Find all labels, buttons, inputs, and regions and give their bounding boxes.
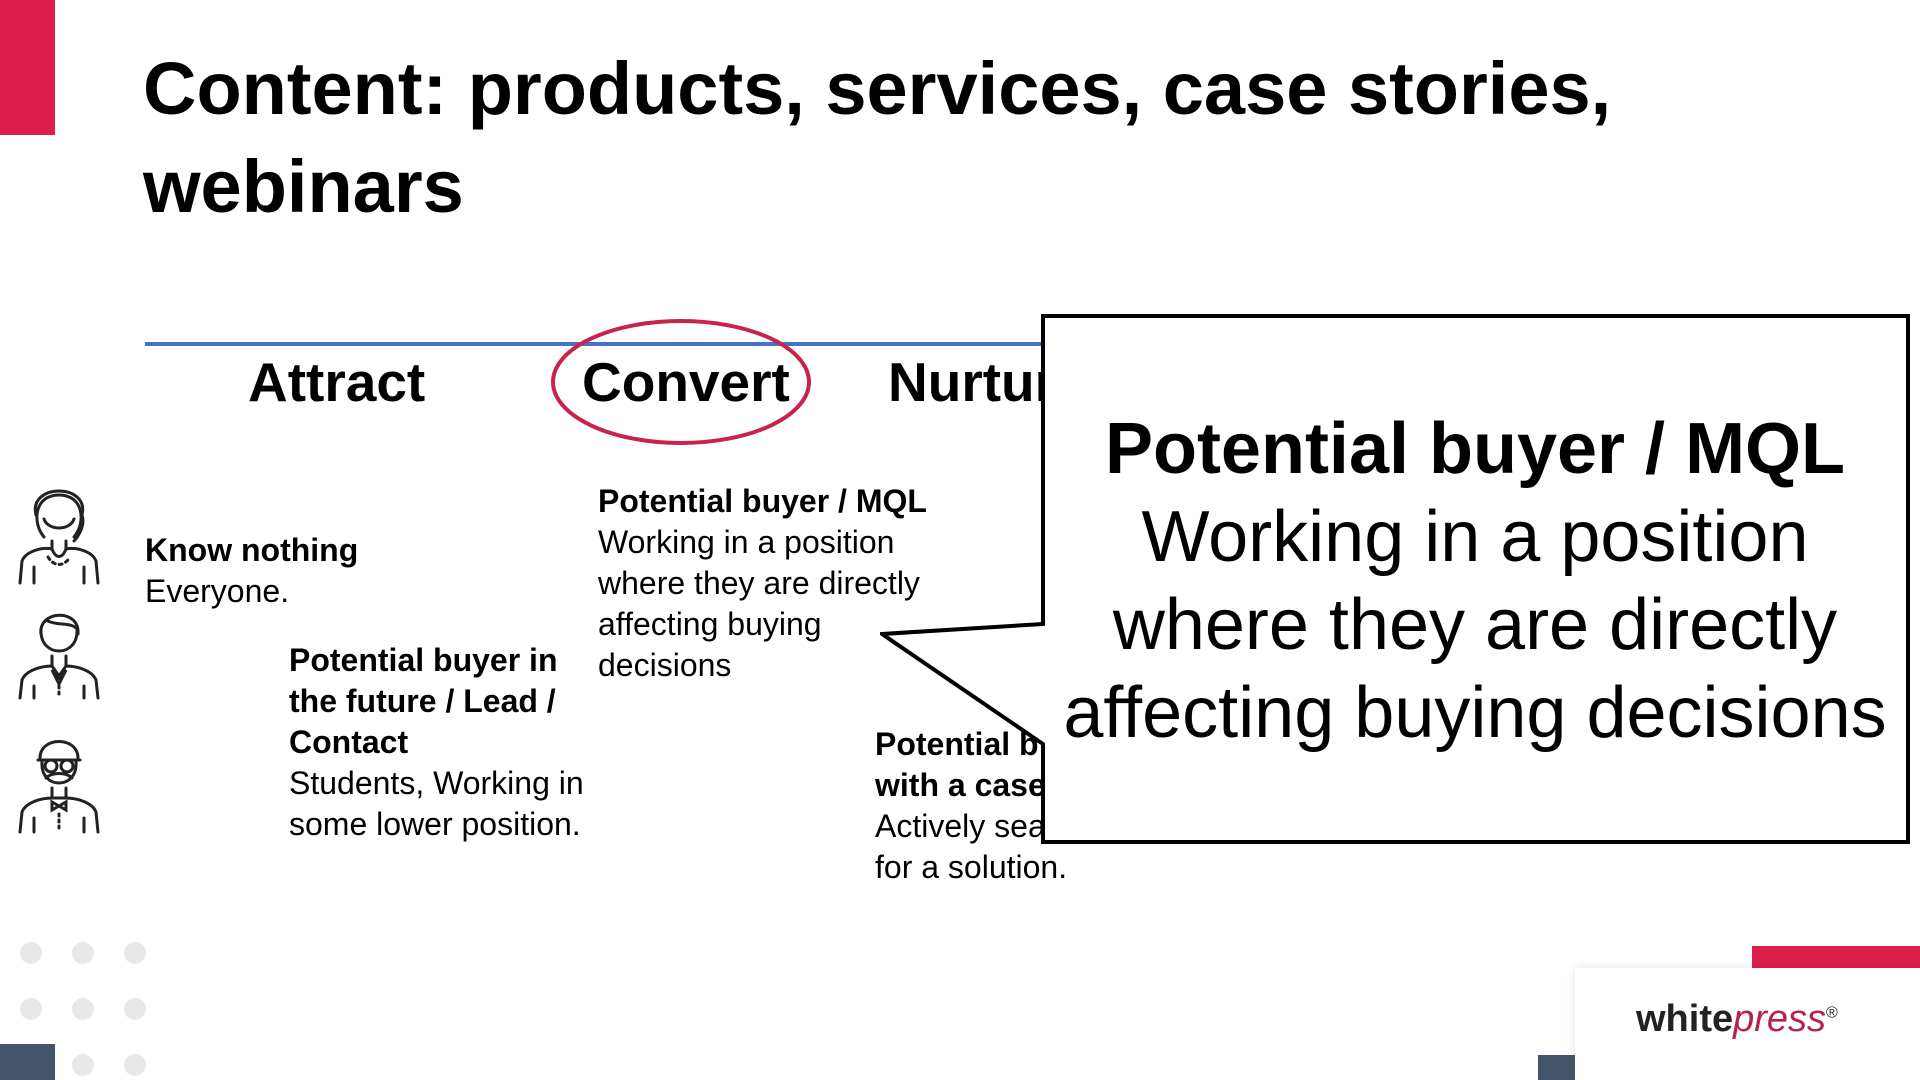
persona-case-heading-1: Potential b bbox=[875, 726, 1039, 762]
persona-case: Potential b with a case Actively sea for… bbox=[875, 724, 1067, 888]
convert-highlight-ellipse bbox=[551, 319, 811, 445]
stage-attract: Attract bbox=[248, 351, 426, 413]
logo-press: press bbox=[1733, 998, 1827, 1040]
persona-know-nothing-body: Everyone. bbox=[145, 573, 290, 609]
stage-convert: Convert bbox=[582, 351, 790, 413]
persona-know-nothing-heading: Know nothing bbox=[145, 532, 359, 568]
persona-case-body-1: Actively sea bbox=[875, 808, 1046, 844]
persona-lead-body-1: Students, Working in bbox=[289, 765, 584, 801]
bottom-right-accent-square bbox=[1538, 1055, 1576, 1080]
bottom-right-red-bar bbox=[1752, 946, 1920, 970]
logo-white: white bbox=[1636, 998, 1734, 1040]
persona-lead: Potential buyer in the future / Lead / C… bbox=[289, 640, 584, 845]
persona-lead-body-2: some lower position. bbox=[289, 806, 581, 842]
persona-case-body-2: for a solution. bbox=[875, 849, 1068, 885]
callout-text: Potential buyer / MQL Working in a posit… bbox=[1045, 405, 1905, 757]
stage-nurture: Nurtur bbox=[888, 351, 1057, 413]
persona-mql-body-1: Working in a position bbox=[598, 524, 895, 560]
persona-case-heading-2: with a case bbox=[875, 767, 1046, 803]
persona-mql-body-2: where they are directly bbox=[598, 565, 920, 601]
logo-card bbox=[1575, 968, 1920, 1080]
callout-line-2: where they are directly bbox=[1112, 585, 1838, 665]
bottom-left-accent-bar bbox=[0, 1044, 55, 1080]
stage-timeline bbox=[145, 342, 1045, 346]
persona-mql: Potential buyer / MQL Working in a posit… bbox=[598, 481, 927, 686]
callout-line-1: Working in a position bbox=[1141, 497, 1809, 577]
persona-lead-heading-3: Contact bbox=[289, 724, 409, 760]
decorative-dot-grid bbox=[18, 940, 148, 1080]
top-left-accent-bar bbox=[0, 0, 55, 135]
persona-mql-body-3: affecting buying bbox=[598, 606, 822, 642]
whitepress-logo: whitepress® bbox=[1636, 998, 1838, 1041]
slide-title: Content: products, services, case storie… bbox=[143, 47, 1612, 228]
callout-heading: Potential buyer / MQL bbox=[1104, 409, 1846, 489]
zoom-callout-box bbox=[880, 314, 1910, 844]
man-avatar-icon bbox=[18, 613, 100, 700]
persona-lead-heading-1: Potential buyer in bbox=[289, 642, 558, 678]
logo-registered-mark: ® bbox=[1826, 1004, 1838, 1022]
callout-line-3: affecting buying decisions bbox=[1063, 673, 1887, 753]
woman-avatar-icon bbox=[18, 489, 100, 585]
persona-lead-heading-2: the future / Lead / bbox=[289, 683, 556, 719]
bearded-man-avatar-icon bbox=[18, 740, 100, 834]
persona-mql-body-4: decisions bbox=[598, 647, 732, 683]
persona-know-nothing: Know nothing Everyone. bbox=[145, 530, 358, 612]
persona-mql-heading: Potential buyer / MQL bbox=[598, 483, 927, 519]
